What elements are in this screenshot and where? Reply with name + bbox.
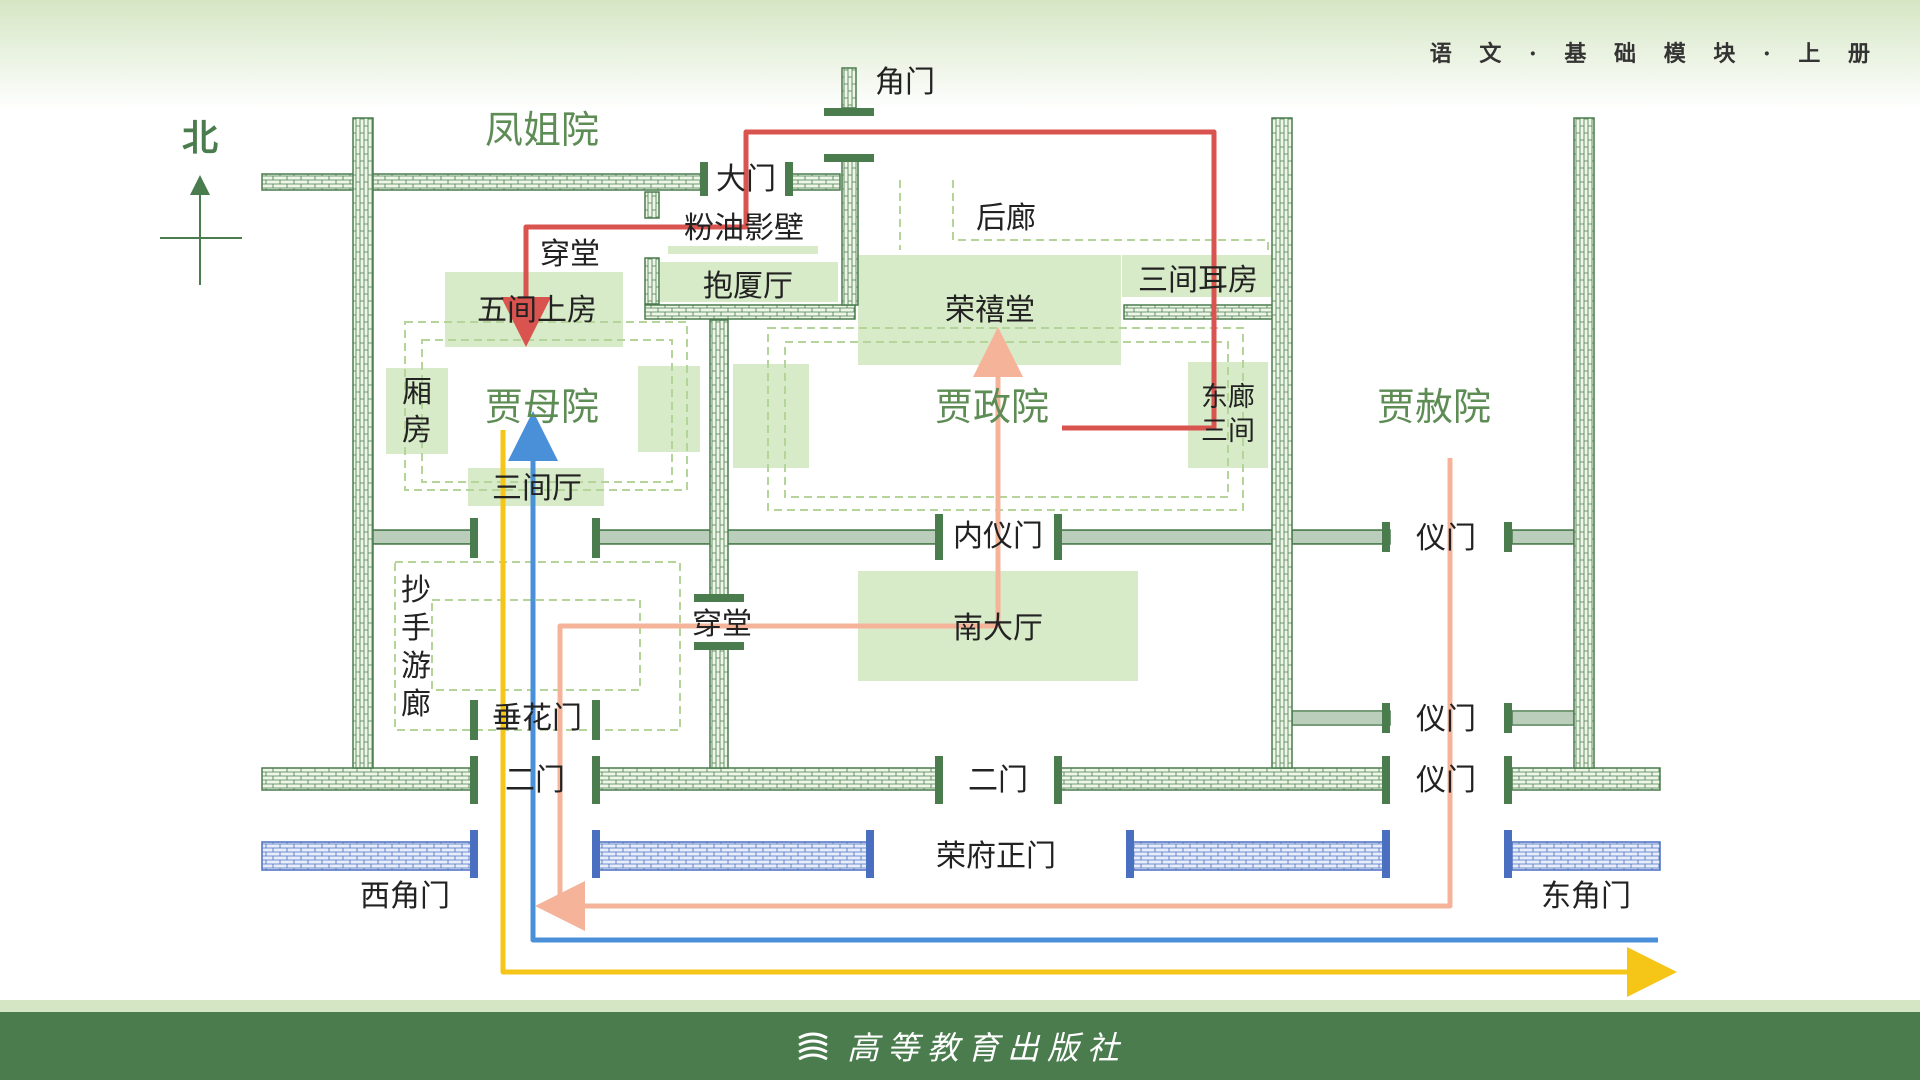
label-yimen-3: 仪门 — [1416, 763, 1476, 798]
label-xiangfang-2: 房 — [402, 413, 432, 448]
courtyard-fengjie: 凤姐院 — [485, 108, 599, 152]
walls-outer — [261, 841, 1661, 871]
label-xiangfang-1: 厢 — [402, 375, 432, 410]
route-peach-east — [535, 458, 1453, 931]
route-yellow — [500, 430, 1677, 997]
label-chaoshou-3: 游 — [401, 649, 431, 684]
label-ermen-center: 二门 — [968, 763, 1028, 798]
route-red — [501, 129, 1217, 431]
building-xiangfang — [386, 368, 448, 454]
label-donglang-2: 三间 — [1201, 416, 1255, 447]
label-baoxia: 抱厦厅 — [703, 269, 793, 304]
label-chuantang-south: 穿堂 — [692, 607, 752, 642]
label-yimen-2: 仪门 — [1416, 702, 1476, 737]
publisher-logo-icon — [798, 1032, 828, 1061]
courtyard-jiamu: 贾母院 — [485, 385, 599, 429]
label-fenyou-yingbi: 粉油影壁 — [684, 211, 804, 246]
courtyard-jiashe: 贾赦院 — [1377, 385, 1491, 429]
outer-gate-posts — [470, 830, 1512, 878]
building-baoxia — [660, 262, 838, 302]
place-labels: 角门 大门 粉油影壁 穿堂 抱厦厅 后廊 五间上房 荣禧堂 三间耳房 厢 房 东… — [360, 65, 1631, 914]
label-yimen-1: 仪门 — [1416, 521, 1476, 556]
label-damen: 大门 — [716, 162, 776, 197]
north-label: 北 — [182, 118, 218, 159]
label-sanjianting: 三间厅 — [492, 471, 582, 506]
publisher-name: 高等教育出版社 — [846, 1029, 1127, 1067]
routes — [500, 129, 1677, 997]
label-donglang-1: 东廊 — [1201, 382, 1255, 413]
label-chaoshou-2: 手 — [401, 611, 431, 646]
header-band — [0, 0, 1920, 110]
building-sanjian-erfang — [1122, 255, 1272, 297]
label-wujian-shangfang: 五间上房 — [477, 293, 597, 328]
courtyard-labels: 凤姐院 贾母院 贾政院 贾赦院 — [485, 108, 1491, 429]
rongfu-layout-diagram: 北 — [160, 65, 1677, 997]
label-neiyimen: 内仪门 — [953, 519, 1043, 554]
label-ermen-west: 二门 — [505, 763, 565, 798]
building-sanjianting — [468, 468, 604, 506]
label-jiaomen: 角门 — [875, 65, 935, 100]
label-chaoshou-1: 抄 — [401, 573, 431, 608]
label-chuantang-north: 穿堂 — [540, 237, 600, 272]
building-fenyou-base — [668, 246, 818, 254]
label-dong-jiaomen: 东角门 — [1541, 879, 1631, 914]
label-rongxitang: 荣禧堂 — [945, 293, 1035, 328]
courtyard-jiazheng: 贾政院 — [935, 385, 1049, 429]
walls-lined — [371, 529, 1575, 726]
label-chaoshou-4: 廊 — [401, 687, 431, 722]
label-nandating: 南大厅 — [953, 611, 1043, 646]
label-chuihuamen: 垂花门 — [492, 701, 582, 736]
buildings — [386, 246, 1272, 681]
walls-vertical — [352, 67, 1595, 769]
route-blue — [508, 411, 1658, 943]
gate-posts — [470, 108, 1512, 804]
footer-bar: 高等教育出版社 — [0, 1012, 1920, 1080]
compass: 北 — [160, 118, 242, 285]
building-west-side-jiazheng — [733, 364, 809, 468]
label-houlang: 后廊 — [976, 201, 1036, 236]
label-xi-jiaomen: 西角门 — [360, 879, 450, 914]
footer-strip — [0, 1000, 1920, 1012]
route-peach-main — [557, 327, 1023, 898]
book-title: 语 文 · 基 础 模 块 · 上 册 — [1429, 41, 1880, 67]
building-east-side-jiamu — [638, 366, 700, 452]
label-sanjian-erfang: 三间耳房 — [1138, 263, 1258, 298]
label-rongfu-zhengmen: 荣府正门 — [936, 839, 1056, 874]
